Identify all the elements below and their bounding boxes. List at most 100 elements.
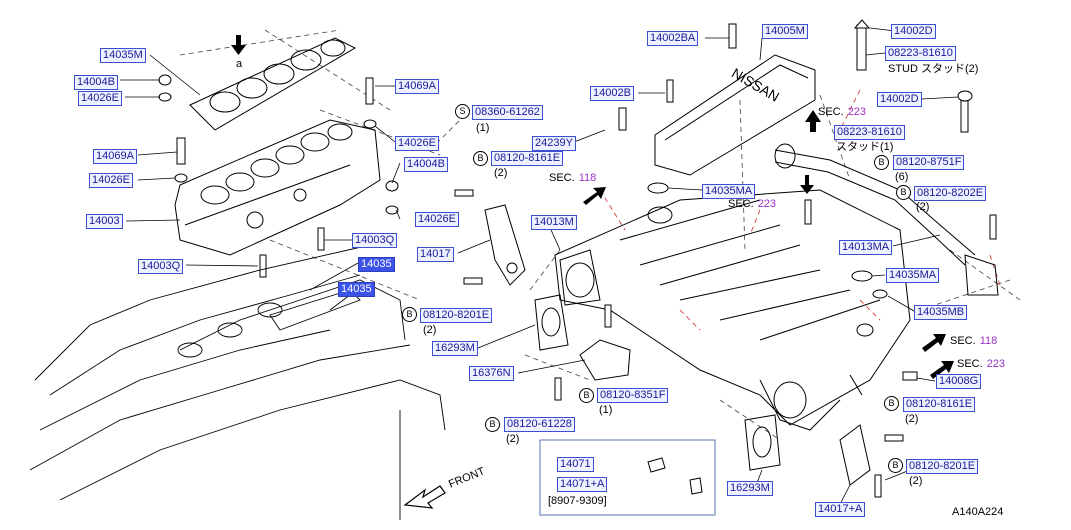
cover-14005m: NISSAN — [654, 54, 816, 176]
part-08120-8351f[interactable]: 08120-8351F — [597, 388, 669, 403]
part-14035[interactable]: 14035 — [338, 282, 375, 297]
sec-number: 118 — [979, 335, 998, 347]
part-14017a[interactable]: 14017+A — [815, 502, 866, 517]
arrow-a — [231, 35, 246, 55]
sec-ref-118[interactable]: SEC.118 — [950, 335, 997, 348]
inset-parts — [647, 457, 703, 495]
part-14026e[interactable]: 14026E — [395, 136, 439, 151]
part-16293m[interactable]: 16293M — [727, 481, 773, 496]
qty-label: (2) — [506, 433, 520, 445]
gasket-14035m — [189, 37, 357, 131]
stud-note: STUD スタッド(2) — [888, 63, 979, 75]
sec-ref-223[interactable]: SEC.223 — [818, 106, 866, 119]
marker-b: B — [485, 417, 500, 432]
front-arrow — [403, 485, 446, 509]
marker-b: B — [896, 185, 911, 200]
part-14071[interactable]: 14071 — [557, 457, 594, 472]
sec-word: SEC. — [957, 358, 983, 370]
sec-word: SEC. — [549, 172, 575, 184]
part-14017[interactable]: 14017 — [417, 247, 454, 262]
part-14069a[interactable]: 14069A — [395, 79, 439, 94]
part-14026e[interactable]: 14026E — [89, 173, 133, 188]
part-14002d[interactable]: 14002D — [877, 92, 922, 107]
part-14003q[interactable]: 14003Q — [352, 233, 398, 248]
qty-label: (2) — [494, 167, 508, 179]
part-14013ma[interactable]: 14013MA — [839, 240, 893, 255]
part-08120-61228[interactable]: 08120-61228 — [504, 417, 575, 432]
marker-b: B — [888, 458, 903, 473]
part-14002b[interactable]: 14002B — [590, 86, 634, 101]
sec-word: SEC. — [728, 198, 754, 210]
sec-ref-223[interactable]: SEC.223 — [957, 358, 1005, 371]
marker-b: B — [579, 388, 594, 403]
part-14071a[interactable]: 14071+A — [557, 477, 608, 492]
collector-14003 — [174, 119, 381, 256]
bracket-14017a — [839, 424, 871, 486]
part-14004b[interactable]: 14004B — [404, 157, 448, 172]
date-range-label: [8907-9309] — [548, 495, 607, 507]
marker-b: B — [874, 155, 889, 170]
part-14008g[interactable]: 14008G — [936, 374, 982, 389]
qty-label: (6) — [895, 171, 909, 183]
part-16293m[interactable]: 16293M — [432, 341, 478, 356]
part-14035ma[interactable]: 14035MA — [702, 184, 756, 199]
part-14035mb[interactable]: 14035MB — [914, 305, 968, 320]
marker-b: B — [402, 307, 417, 322]
part-08120-8201e[interactable]: 08120-8201E — [420, 308, 493, 323]
part-14026e[interactable]: 14026E — [415, 212, 459, 227]
part-14003q[interactable]: 14003Q — [138, 259, 184, 274]
red-leaders — [599, 89, 1001, 331]
part-08120-8161e[interactable]: 08120-8161E — [903, 397, 976, 412]
engine-outline — [29, 244, 446, 520]
part-14002d[interactable]: 14002D — [891, 24, 936, 39]
stud-jp-note: スタッド(1) — [836, 141, 894, 153]
qty-label: (2) — [916, 201, 930, 213]
throttle-gaskets — [534, 294, 781, 471]
part-08120-8201e[interactable]: 08120-8201E — [906, 459, 979, 474]
sec-number: 118 — [578, 172, 597, 184]
inset-box — [539, 439, 716, 516]
part-14035m[interactable]: 14035M — [100, 48, 146, 63]
part-14004b[interactable]: 14004B — [74, 75, 118, 90]
part-08120-8202e[interactable]: 08120-8202E — [914, 186, 987, 201]
marker-b: B — [473, 151, 488, 166]
part-14035ma[interactable]: 14035MA — [886, 268, 940, 283]
part-14026e[interactable]: 14026E — [78, 91, 122, 106]
part-08360-61262[interactable]: 08360-61262 — [472, 105, 543, 120]
sec-number: 223 — [986, 358, 1006, 370]
arrow-a-label: a — [236, 58, 243, 70]
part-14005m[interactable]: 14005M — [762, 24, 808, 39]
part-14035[interactable]: 14035 — [358, 257, 395, 272]
part-14002ba[interactable]: 14002BA — [647, 31, 699, 46]
manifold-14013m — [554, 189, 911, 431]
bracket-16376n — [579, 339, 631, 381]
label-leaders — [120, 27, 959, 509]
part-08120-8751f[interactable]: 08120-8751F — [893, 155, 965, 170]
sec-ref-118[interactable]: SEC.118 — [549, 172, 596, 185]
nissan-logo-text: NISSAN — [729, 65, 782, 105]
qty-label: (2) — [905, 413, 919, 425]
bracket-14017 — [484, 204, 526, 286]
part-14003[interactable]: 14003 — [86, 214, 123, 229]
qty-label: (2) — [909, 475, 923, 487]
part-08223-81610[interactable]: 08223-81610 — [885, 46, 956, 61]
sec-number: 223 — [847, 106, 867, 118]
marker-s: S — [455, 104, 470, 119]
bolts — [454, 19, 997, 498]
part-14013m[interactable]: 14013M — [531, 215, 577, 230]
part-24239y[interactable]: 24239Y — [532, 136, 576, 151]
part-16376n[interactable]: 16376N — [469, 366, 514, 381]
sec-ref-223[interactable]: SEC.223 — [728, 198, 776, 211]
sec-word: SEC. — [950, 335, 976, 347]
part-08223-81610[interactable]: 08223-81610 — [834, 125, 905, 140]
marker-b: B — [884, 396, 899, 411]
part-08120-8161e[interactable]: 08120-8161E — [491, 151, 564, 166]
qty-label: (2) — [423, 324, 437, 336]
qty-label: (1) — [599, 404, 613, 416]
qty-label: (1) — [476, 122, 490, 134]
diagram-code: A140A224 — [952, 506, 1004, 518]
part-14069a[interactable]: 14069A — [93, 149, 137, 164]
sec-number: 223 — [757, 198, 777, 210]
sec-word: SEC. — [818, 106, 844, 118]
